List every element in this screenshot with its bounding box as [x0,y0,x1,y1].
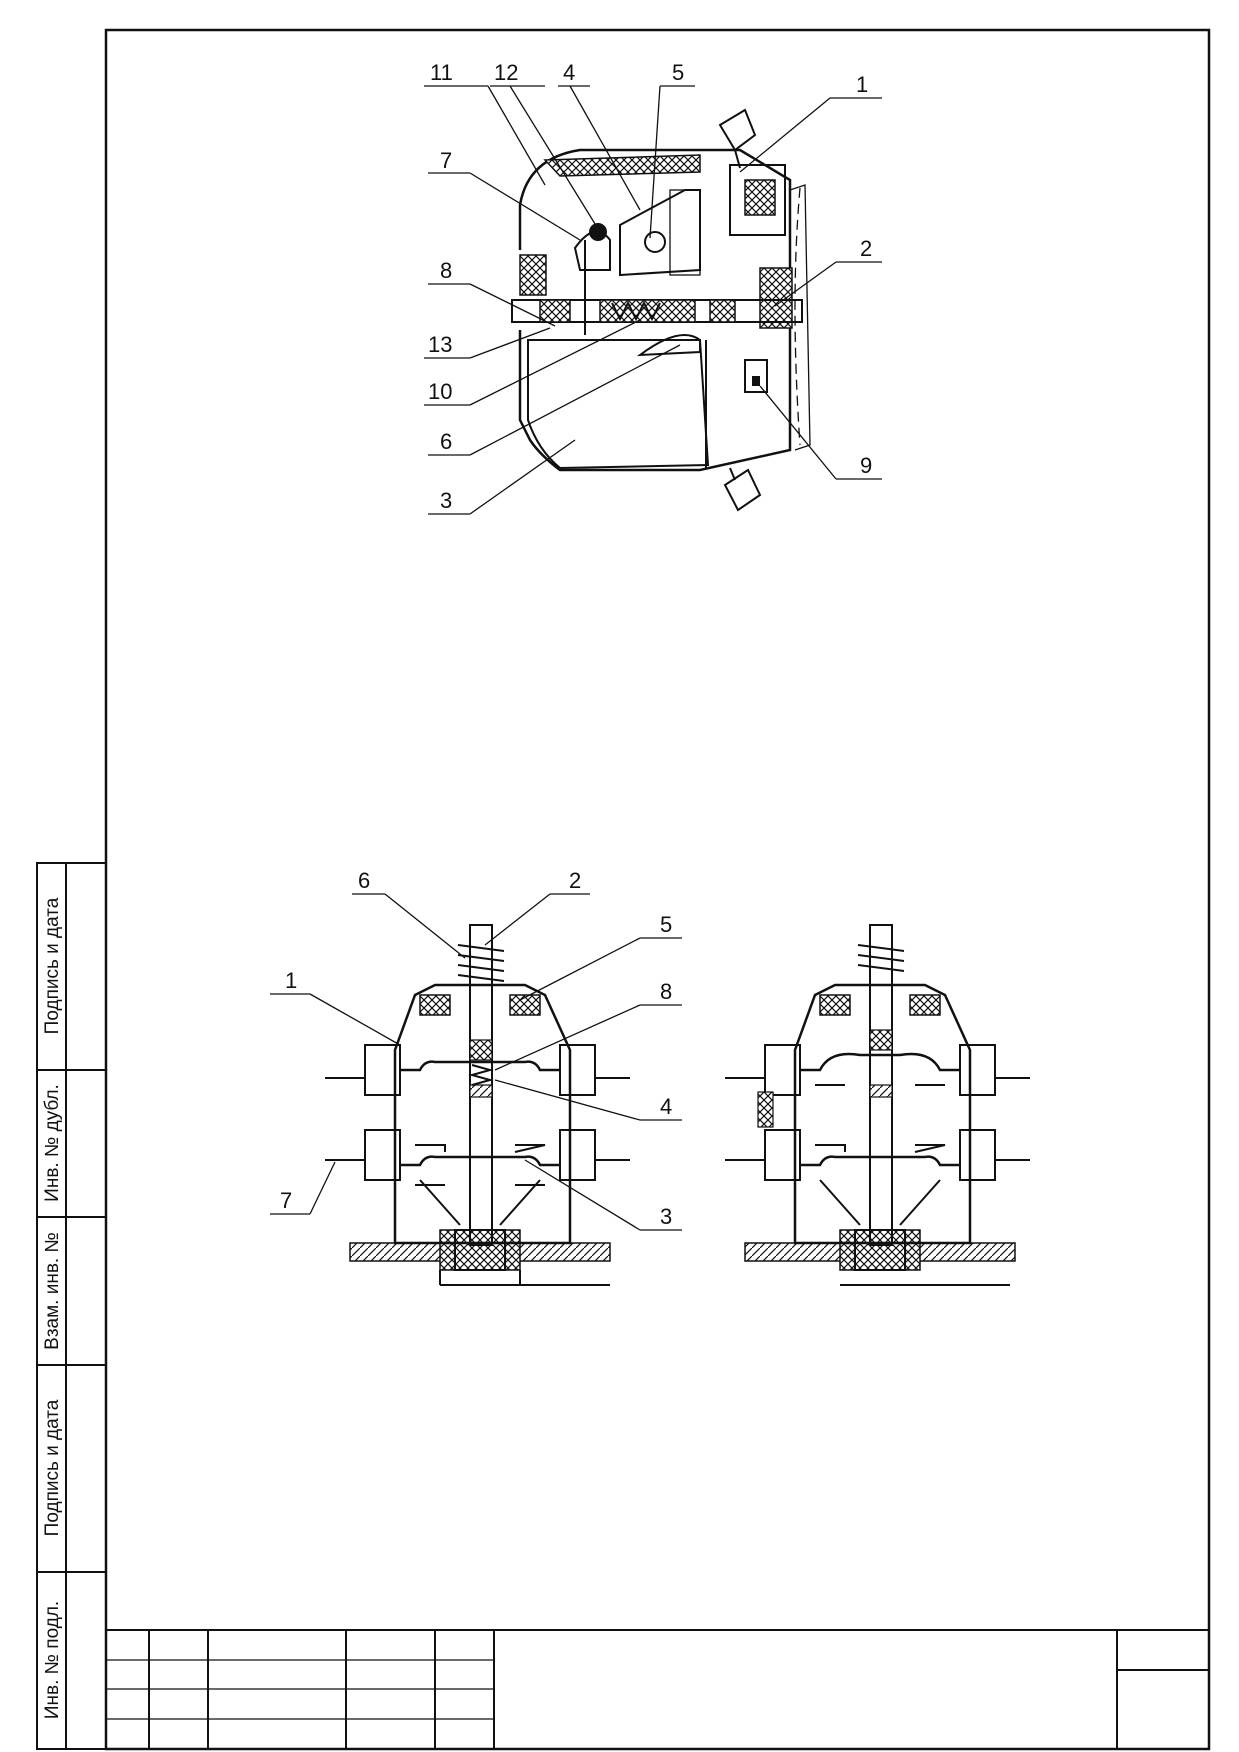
side-field-replace-inv: Взам. инв. № [42,1232,63,1350]
bl-left-terminal-block-lower [364,1129,401,1181]
bl-callout-1: 1 [285,968,297,993]
bl-callout-8: 8 [660,979,672,1004]
top-callout-13: 13 [428,332,452,357]
top-insulation-left [519,254,547,296]
bl-callout-3: 3 [660,1204,672,1229]
top-inner-plate [669,189,701,276]
bl-contact-bridge-upper [400,1060,560,1072]
top-callout-8: 8 [440,258,452,283]
top-callout-12: 12 [494,60,518,85]
top-callout-4: 4 [563,60,575,85]
br-contact-bridge-upper [800,1052,960,1072]
figure-top [511,108,811,512]
top-callout-3: 3 [440,488,452,513]
br-top-spring [857,944,905,972]
bl-right-terminal-block-upper [559,1044,596,1096]
top-terminal-screw-lower [723,467,762,512]
br-right-terminal-block-upper [959,1044,996,1096]
br-contact-bridge-lower [800,1155,960,1167]
top-callout-10: 10 [428,379,452,404]
top-right-terminal-block [729,164,786,236]
top-callout-2: 2 [860,236,872,261]
top-terminal-screw-upper [718,108,757,169]
bl-top-spring [457,944,505,982]
bl-callout-6: 6 [358,868,370,893]
bl-contact-bridge-lower [400,1155,560,1167]
side-field-dup-inv: Инв. № дубл. [42,1084,63,1202]
figure-bottom-left [325,924,630,1286]
top-cam [636,334,701,357]
bl-callout-2: 2 [569,868,581,893]
br-housing [793,983,972,1245]
top-lower-chamber [527,339,710,470]
top-roller [589,223,607,241]
side-field-signature-1: Подпись и дата [42,897,63,1034]
title-block [106,1629,1209,1749]
bl-right-terminal-block-lower [559,1129,596,1181]
figure-bottom-right [725,924,1030,1286]
bl-housing [393,983,572,1245]
top-callout-7: 7 [440,148,452,173]
top-callout-9: 9 [860,453,872,478]
bl-contact-spring [468,1064,494,1086]
top-pivot-pin [644,231,666,253]
top-callout-6: 6 [440,429,452,454]
side-field-orig-inv: Инв. № подл. [42,1601,63,1719]
drawing-frame [104,28,1211,1751]
top-callout-1: 1 [856,72,868,97]
top-wire-bundle [789,184,811,451]
bl-callout-4: 4 [660,1094,672,1119]
bottom-callouts: 6 2 5 1 8 4 7 3 [270,868,682,1231]
side-stamp: Подпись и дата Инв. № дубл. Взам. инв. №… [36,862,107,1750]
top-callouts: 11 12 4 5 1 7 2 8 13 10 [424,60,882,515]
top-spring [611,300,661,322]
bl-callout-7: 7 [280,1188,292,1213]
top-callout-11: 11 [430,60,453,85]
bl-callout-5: 5 [660,912,672,937]
br-right-terminal-block-lower [959,1129,996,1181]
br-left-terminal-block-lower [764,1129,801,1181]
top-housing [518,148,792,472]
top-callout-5: 5 [672,60,684,85]
side-field-signature-2: Подпись и дата [42,1399,63,1536]
top-insulation-cover [543,154,701,177]
